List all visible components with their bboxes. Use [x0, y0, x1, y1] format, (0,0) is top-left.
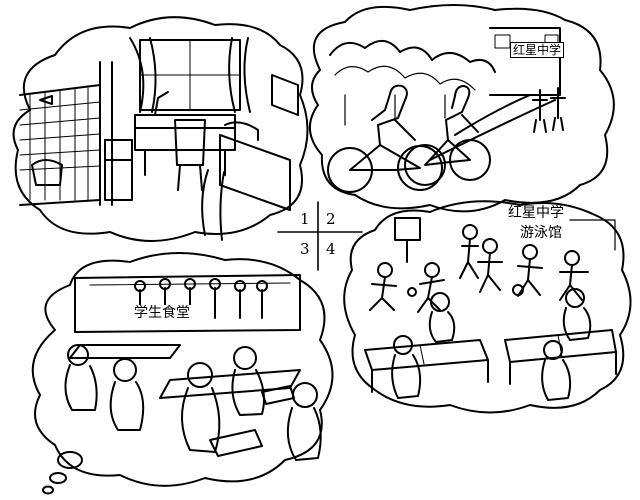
quadrant-number-3: 3 — [300, 240, 310, 258]
panel-1-cloud — [12, 16, 309, 242]
panel-4-cloud — [343, 200, 632, 414]
panel-3-cloud — [31, 252, 334, 487]
quadrant-number-4: 4 — [326, 240, 336, 258]
pool-sign-line-1: 红星中学 — [508, 205, 564, 221]
panel-divider — [277, 201, 363, 271]
school-gate-sign: 红星中学 — [510, 42, 565, 58]
panel-2-cloud — [309, 4, 615, 213]
quadrant-number-2: 2 — [326, 210, 336, 228]
pool-sign-line-2: 游泳馆 — [520, 225, 562, 241]
quadrant-number-1: 1 — [300, 210, 310, 228]
canteen-sign: 学生食堂 — [132, 305, 192, 321]
